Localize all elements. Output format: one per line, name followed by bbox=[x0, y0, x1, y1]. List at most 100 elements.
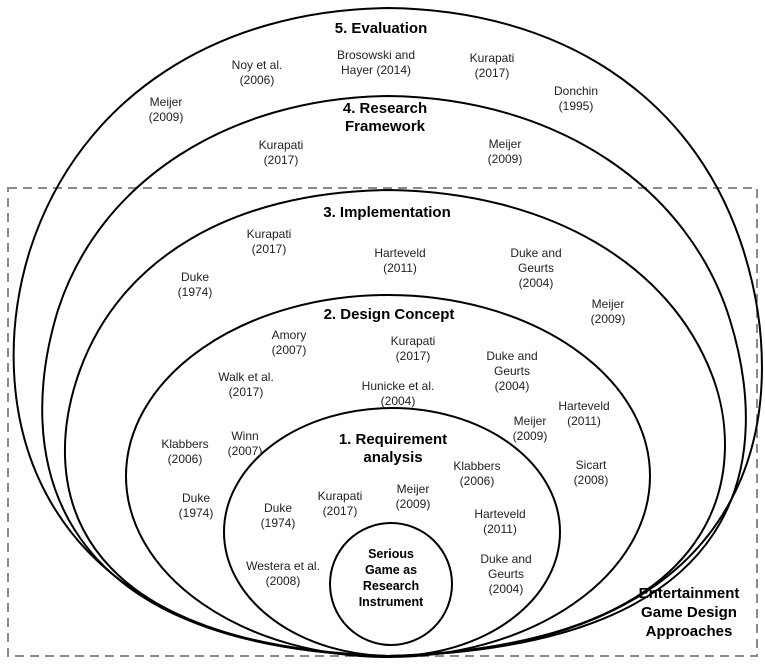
design-concept-ref-kurapati-line: (2017) bbox=[395, 349, 431, 363]
implementation-ref-duke: Duke(1974) bbox=[178, 270, 213, 300]
implementation-ref-kurapati-line: (2017) bbox=[251, 242, 287, 256]
research-framework-ref-meijer: Meijer(2009) bbox=[488, 137, 523, 167]
research-framework-ref-meijer-line: Meijer bbox=[488, 137, 522, 151]
implementation-ref-duke-line: (1974) bbox=[177, 285, 213, 299]
design-concept-ref-meijer-line: Meijer bbox=[513, 414, 547, 428]
implementation-ref-meijer-line: Meijer bbox=[591, 297, 625, 311]
design-concept-ref-duke-line: Duke bbox=[181, 491, 210, 505]
evaluation-ref-meijer-line: (2009) bbox=[148, 110, 184, 124]
evaluation-ref-kurapati-line: Kurapati bbox=[469, 51, 515, 65]
core-label-line: Game as bbox=[364, 563, 418, 577]
design-concept-ref-duke-and-line: (2004) bbox=[494, 379, 530, 393]
design-concept-ref-harteveld-line: Harteveld bbox=[558, 399, 610, 413]
requirement-analysis-ref-duke: Duke(1974) bbox=[261, 501, 296, 531]
core-label-line: Serious bbox=[368, 547, 414, 561]
design-concept-ref-meijer-line: (2009) bbox=[512, 429, 548, 443]
design-concept-ref-hunicke-et-al: Hunicke et al.(2004) bbox=[362, 379, 435, 409]
design-concept-ref-amory: Amory(2007) bbox=[272, 328, 307, 358]
requirement-analysis-ref-westera-et-al: Westera et al.(2008) bbox=[246, 559, 320, 589]
requirement-analysis-ref-duke-line: Duke bbox=[263, 501, 292, 515]
requirement-analysis-ref-harteveld: Harteveld(2011) bbox=[474, 507, 525, 537]
implementation-ref-meijer-line: (2009) bbox=[590, 312, 626, 326]
design-concept-title-line: 2. Design Concept bbox=[323, 306, 455, 323]
requirement-analysis-title-line: analysis bbox=[363, 449, 423, 466]
design-concept-ref-kurapati-line: Kurapati bbox=[390, 334, 436, 348]
design-concept-ref-klabbers: Klabbers(2006) bbox=[161, 437, 208, 467]
requirement-analysis-ref-duke-line: (1974) bbox=[260, 516, 296, 530]
core-label-line: Research bbox=[362, 579, 420, 593]
core-circle bbox=[329, 522, 453, 646]
design-concept-ref-harteveld-line: (2011) bbox=[567, 414, 601, 428]
evaluation-ref-brosowski-and-line: Hayer (2014) bbox=[340, 63, 412, 77]
design-concept-ref-sicart-line: (2008) bbox=[573, 473, 609, 487]
research-framework-title-line: 4. Research bbox=[342, 100, 428, 117]
requirement-analysis-ref-kurapati: Kurapati(2017) bbox=[318, 489, 363, 519]
implementation-ref-meijer: Meijer(2009) bbox=[591, 297, 626, 327]
evaluation-ref-meijer-line: Meijer bbox=[149, 95, 183, 109]
requirement-analysis-ref-duke-and-line: Duke and bbox=[480, 552, 532, 566]
design-concept-ref-walk-et-al: Walk et al.(2017) bbox=[218, 370, 274, 400]
research-framework-layer-outline bbox=[41, 94, 747, 658]
entertainment-approaches-label-line: Entertainment bbox=[638, 585, 740, 602]
design-concept-ref-sicart-line: Sicart bbox=[575, 458, 607, 472]
research-framework-ref-kurapati-line: Kurapati bbox=[258, 138, 304, 152]
evaluation-ref-noy-et-al-line: Noy et al. bbox=[231, 58, 283, 72]
implementation-title-line: 3. Implementation bbox=[323, 204, 451, 221]
implementation-ref-harteveld-line: Harteveld bbox=[374, 246, 426, 260]
evaluation-ref-donchin: Donchin(1995) bbox=[554, 84, 598, 114]
evaluation-title-line: 5. Evaluation bbox=[334, 20, 428, 37]
requirement-analysis-ref-kurapati-line: Kurapati bbox=[317, 489, 363, 503]
evaluation-ref-meijer: Meijer(2009) bbox=[149, 95, 184, 125]
evaluation-ref-noy-et-al-line: (2006) bbox=[239, 73, 275, 87]
design-concept-ref-winn-line: (2007) bbox=[227, 444, 263, 458]
requirement-analysis-ref-harteveld-line: Harteveld bbox=[474, 507, 526, 521]
implementation-ref-duke-and-line: (2004) bbox=[518, 276, 554, 290]
design-concept-layer-outline bbox=[125, 294, 651, 658]
design-concept-ref-klabbers-line: Klabbers bbox=[161, 437, 209, 451]
requirement-analysis-ref-duke-and-line: Geurts bbox=[487, 567, 524, 581]
requirement-analysis-ref-harteveld-line: (2011) bbox=[483, 522, 517, 536]
design-concept-title: 2. Design Concept bbox=[324, 306, 455, 324]
requirement-analysis-ref-duke-and-line: (2004) bbox=[488, 582, 524, 596]
implementation-ref-duke-and-line: Geurts bbox=[517, 261, 554, 275]
evaluation-ref-kurapati: Kurapati(2017) bbox=[470, 51, 515, 81]
design-concept-ref-duke-and-line: Duke and bbox=[486, 349, 538, 363]
evaluation-title: 5. Evaluation bbox=[335, 20, 428, 38]
design-concept-ref-sicart: Sicart(2008) bbox=[574, 458, 609, 488]
requirement-analysis-ref-westera-et-al-line: (2008) bbox=[265, 574, 301, 588]
implementation-ref-kurapati: Kurapati(2017) bbox=[247, 227, 292, 257]
research-framework-ref-kurapati-line: (2017) bbox=[263, 153, 299, 167]
requirement-analysis-title-line: 1. Requirement bbox=[338, 431, 448, 448]
design-concept-ref-duke-line: (1974) bbox=[178, 506, 214, 520]
research-framework-title-line: Framework bbox=[344, 118, 426, 135]
design-concept-ref-duke: Duke(1974) bbox=[179, 491, 214, 521]
design-concept-ref-duke-and-line: Geurts bbox=[493, 364, 530, 378]
evaluation-ref-donchin-line: (1995) bbox=[558, 99, 594, 113]
implementation-title: 3. Implementation bbox=[323, 204, 451, 222]
research-framework-ref-kurapati: Kurapati(2017) bbox=[259, 138, 304, 168]
requirement-analysis-ref-klabbers-line: Klabbers bbox=[453, 459, 501, 473]
evaluation-ref-noy-et-al: Noy et al.(2006) bbox=[232, 58, 283, 88]
evaluation-ref-donchin-line: Donchin bbox=[553, 84, 599, 98]
implementation-ref-harteveld-line: (2011) bbox=[383, 261, 417, 275]
implementation-layer-outline bbox=[63, 188, 726, 658]
implementation-ref-duke-and-line: Duke and bbox=[510, 246, 562, 260]
design-concept-ref-kurapati: Kurapati(2017) bbox=[391, 334, 436, 364]
entertainment-approaches-label-line: Approaches bbox=[645, 623, 733, 640]
requirement-analysis-ref-klabbers-line: (2006) bbox=[459, 474, 495, 488]
design-concept-ref-harteveld: Harteveld(2011) bbox=[558, 399, 609, 429]
evaluation-layer-outline bbox=[12, 6, 763, 658]
requirement-analysis-ref-kurapati-line: (2017) bbox=[322, 504, 358, 518]
design-concept-ref-walk-et-al-line: Walk et al. bbox=[218, 370, 274, 384]
design-concept-ref-klabbers-line: (2006) bbox=[167, 452, 203, 466]
implementation-ref-harteveld: Harteveld(2011) bbox=[374, 246, 425, 276]
design-concept-ref-meijer: Meijer(2009) bbox=[513, 414, 548, 444]
